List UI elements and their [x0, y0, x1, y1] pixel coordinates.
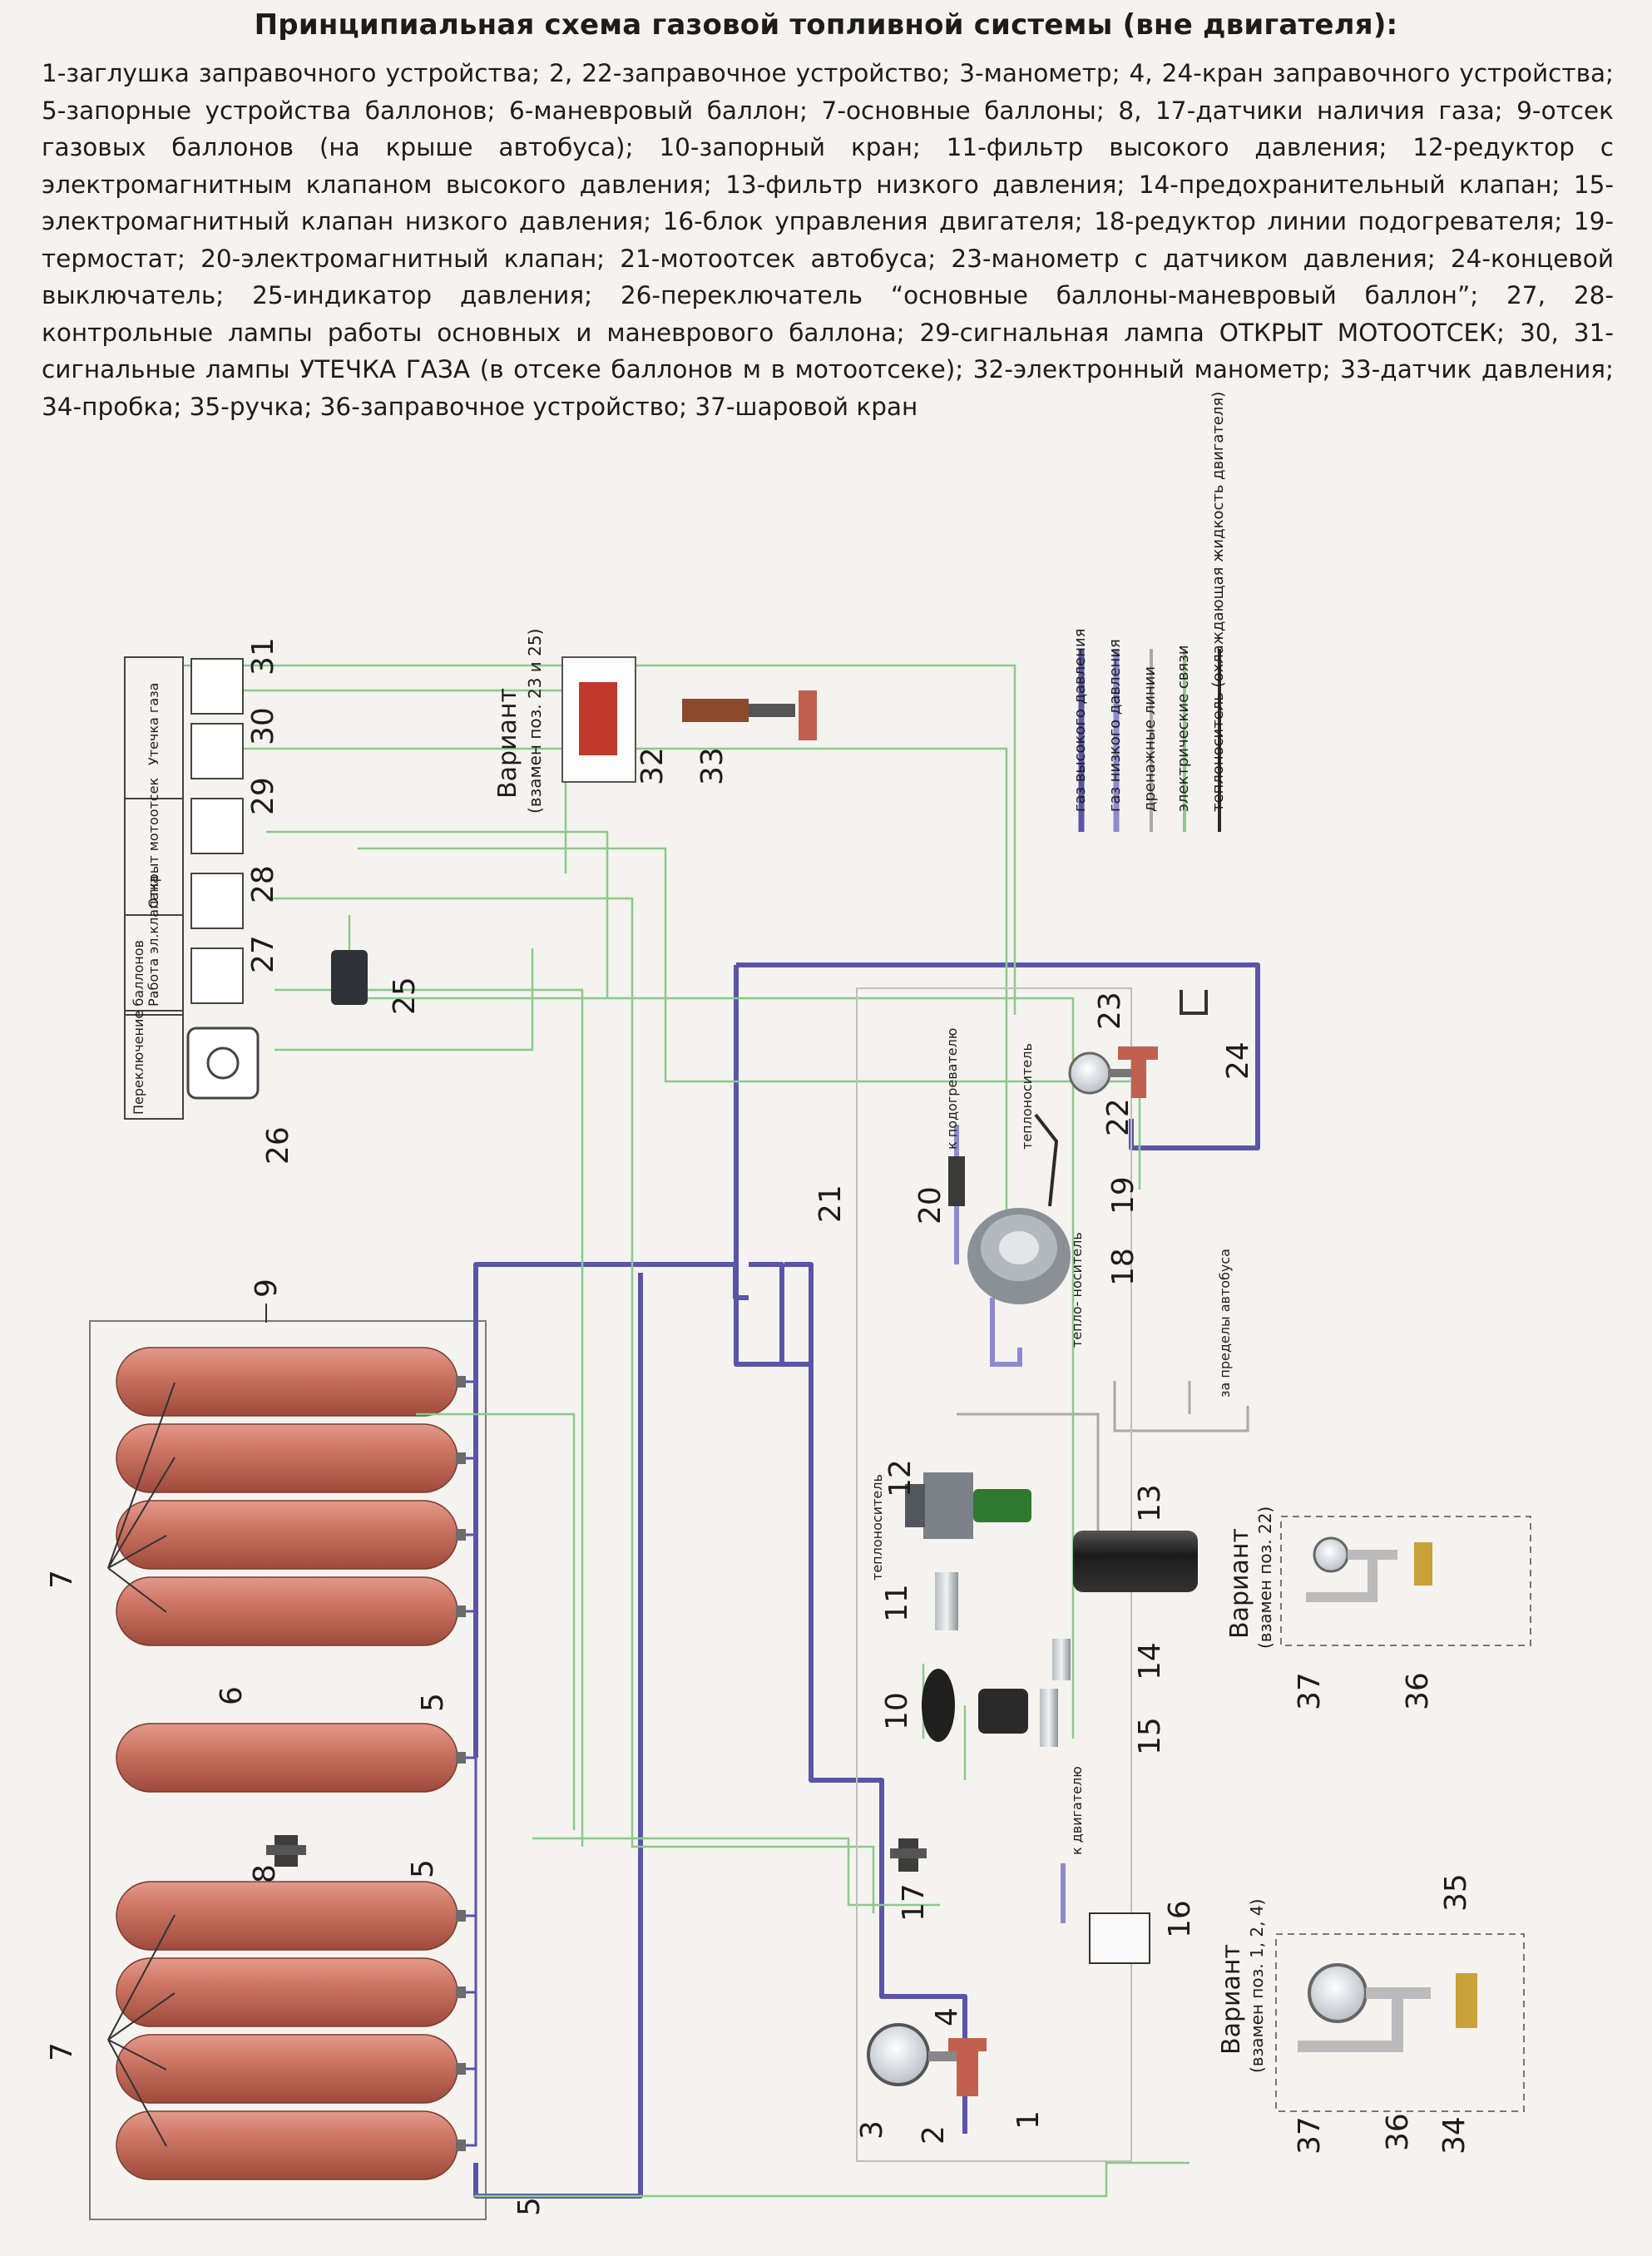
callout-3: 3 [855, 2120, 889, 2140]
callout-37a: 37 [1293, 1672, 1327, 1710]
drain-lines [957, 1381, 1249, 1539]
low-pressure-solenoid-15 [978, 1689, 1058, 1747]
variant-mid-sub: (взамен поз. 22) [1255, 1506, 1275, 1649]
legend-low-pressure: газ низкого давления [1106, 639, 1124, 812]
callout-30: 30 [246, 707, 280, 745]
callout-20: 20 [913, 1186, 947, 1224]
callout-7a: 7 [45, 1570, 79, 1589]
callout-26: 26 [261, 1126, 295, 1165]
callout-6: 6 [215, 1686, 249, 1705]
callout-31: 31 [246, 637, 280, 675]
callout-35: 35 [1439, 1873, 1473, 1912]
line-legend: газ высокого давления газ низкого давлен… [1071, 392, 1227, 832]
maneuver-cylinder [116, 1723, 458, 1793]
pressure-sensor-33 [682, 690, 817, 740]
limit-switch-24 [1180, 990, 1208, 1015]
panel-label-26: Переключение баллонов [131, 940, 146, 1115]
variant-bot-parts [1298, 1963, 1477, 2052]
callout-15: 15 [1133, 1717, 1167, 1755]
thermostat-19 [1034, 1113, 1059, 1207]
callout-33: 33 [695, 747, 730, 785]
callout-37b: 37 [1293, 2116, 1327, 2155]
variant-mid-title: Вариант [1225, 1528, 1254, 1639]
variant-bot-sub: (взамен поз. 1, 2, 4) [1247, 1899, 1267, 2073]
annotation-to-heater: к подогревателю [944, 1028, 960, 1150]
main-cylinders-bottom [116, 1881, 458, 2180]
legend-electric: электрические связи [1175, 645, 1192, 812]
pressure-gauge-23 [1068, 1051, 1141, 1095]
low-pressure-filter-13 [1073, 1531, 1198, 1592]
callout-28: 28 [246, 865, 280, 903]
callout-23: 23 [1093, 992, 1127, 1030]
high-pressure-filter-11 [935, 1572, 958, 1630]
callout-5b: 5 [406, 1859, 440, 1878]
callout-9: 9 [250, 1279, 284, 1298]
callout-13: 13 [1133, 1484, 1167, 1522]
variant-box-bot [1275, 1933, 1525, 2112]
electronic-manometer-32 [561, 656, 636, 783]
heater-reducer-18 [967, 1208, 1071, 1304]
variant-top-title: Вариант [493, 688, 522, 799]
callout-25: 25 [388, 977, 422, 1015]
panel-label-30-31: Утечка газа [146, 683, 161, 765]
gas-sensor-17 [890, 1838, 927, 1872]
callout-18: 18 [1106, 1248, 1140, 1286]
callout-36b: 36 [1381, 2113, 1415, 2151]
annotation-coolant-split: тепло- носитель [1069, 1232, 1085, 1348]
callout-12: 12 [883, 1459, 918, 1497]
annotation-to-engine: к двигателю [1069, 1766, 1085, 1855]
callout-22: 22 [1101, 1098, 1135, 1136]
page-title: Принципиальная схема газовой топливной с… [254, 8, 1398, 42]
variant-bot-title: Вариант [1217, 1944, 1246, 2055]
gas-sensor-8 [266, 1835, 306, 1867]
callout-numbers: 1 2 3 4 5 5 5 6 7 7 8 9 10 11 12 13 14 1… [45, 637, 1473, 2216]
callout-27: 27 [246, 935, 280, 973]
annotation-coolant-12: теплоноситель [869, 1474, 885, 1581]
solenoid-valve-20 [948, 1156, 965, 1206]
reducer-12 [905, 1472, 1031, 1539]
engine-control-unit-16 [1089, 1912, 1150, 1964]
shutoff-valve-10 [922, 1669, 955, 1742]
callout-10: 10 [880, 1692, 914, 1730]
legend-paragraph: 1-заглушка заправочного устройства; 2, 2… [42, 59, 1614, 421]
filling-gauge-3 [867, 2023, 987, 2096]
callout-4: 4 [930, 2007, 964, 2026]
callout-2: 2 [917, 2125, 951, 2145]
callout-36a: 36 [1401, 1672, 1435, 1710]
variant-mid-parts [1306, 1536, 1432, 1602]
cylinder-shutoff-valves [456, 1376, 466, 2151]
callout-1: 1 [1011, 2110, 1046, 2130]
callout-21: 21 [814, 1185, 848, 1223]
callout-19: 19 [1106, 1176, 1140, 1215]
pressure-indicator-25 [331, 950, 368, 1005]
callout-5a: 5 [416, 1693, 450, 1712]
legend-drain: дренажные линии [1141, 666, 1159, 812]
annotation-coolant: теплоноситель [1019, 1043, 1035, 1150]
callout-29: 29 [246, 777, 280, 815]
callout-24: 24 [1221, 1041, 1255, 1080]
panel-label-29: Открыт мотоотсек [146, 778, 161, 908]
callout-7b: 7 [45, 2042, 79, 2061]
main-cylinders-top [116, 1347, 458, 1646]
filling-device-22 [1118, 1046, 1158, 1098]
callout-14: 14 [1133, 1642, 1167, 1680]
cylinder-compartment [89, 1304, 487, 2220]
safety-valve-14 [1052, 1639, 1071, 1680]
annotation-beyond-bus: за пределы автобуса [1217, 1249, 1233, 1398]
callout-17: 17 [897, 1883, 931, 1922]
legend-high-pressure: газ высокого давления [1071, 628, 1089, 812]
callout-32: 32 [636, 747, 670, 785]
callout-8: 8 [248, 1864, 282, 1883]
variant-top-sub: (взамен поз. 23 и 25) [525, 629, 545, 814]
callout-34: 34 [1437, 2116, 1471, 2155]
callout-5c: 5 [512, 2197, 547, 2216]
variant-box-mid [1280, 1516, 1531, 1646]
callout-16: 16 [1163, 1900, 1197, 1938]
panel-label-27-28: Работа эл.клапана [146, 875, 161, 1007]
control-panel [124, 656, 260, 1120]
legend-coolant: теплоноситель (охлаждающая жидкость двиг… [1209, 392, 1227, 812]
callout-11: 11 [880, 1584, 914, 1622]
